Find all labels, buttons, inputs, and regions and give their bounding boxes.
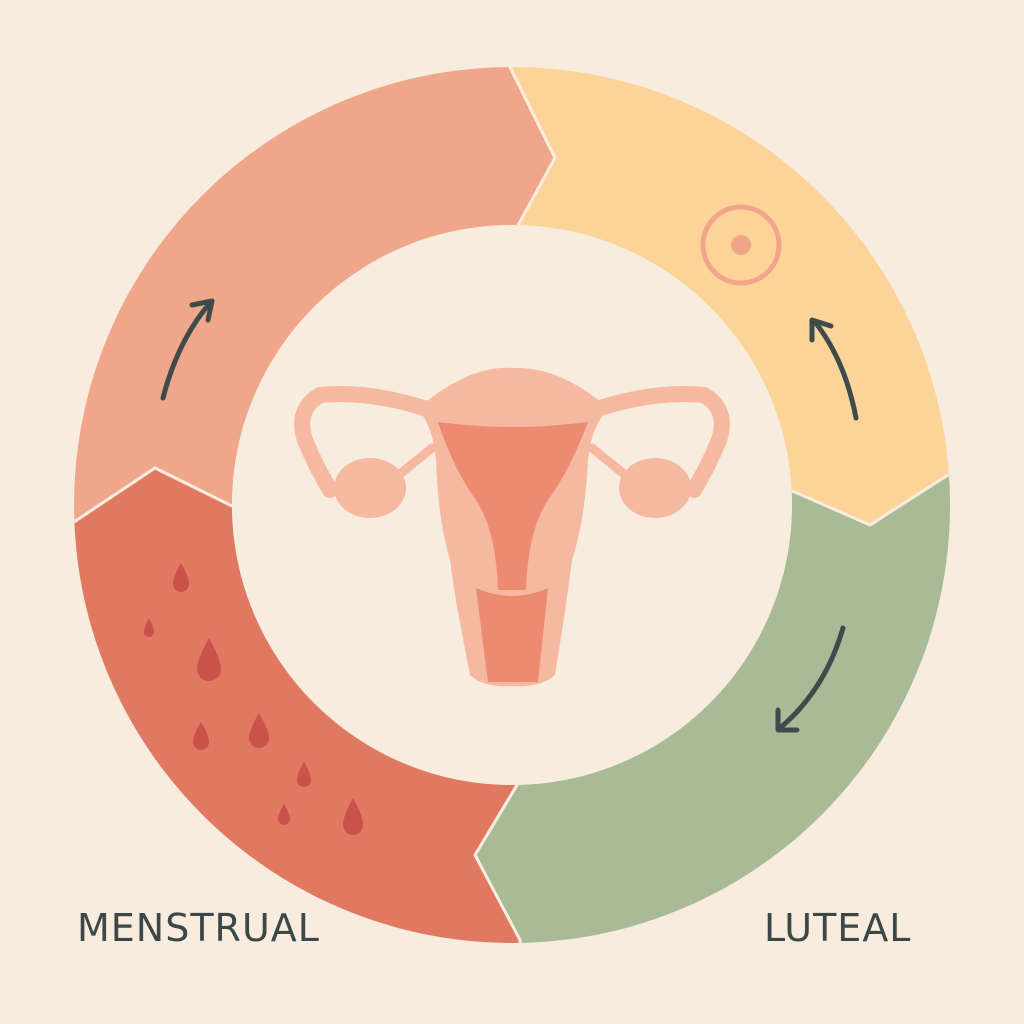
cycle-arrow-icon <box>160 298 215 401</box>
cycle-arrow-icon <box>775 625 846 733</box>
luteal-label: LUTEAL <box>764 906 912 950</box>
menstrual-label: MENSTRUAL <box>77 906 320 950</box>
blood-drop-icon <box>144 618 154 637</box>
blood-drop-icon <box>278 804 290 825</box>
egg-cell-icon <box>700 204 782 286</box>
blood-drop-icon <box>197 638 221 681</box>
cycle-arrow-icon <box>809 317 859 421</box>
blood-drop-icon <box>173 563 189 592</box>
blood-drop-icon <box>249 713 269 748</box>
blood-drop-icon <box>343 798 363 835</box>
blood-drop-icon <box>193 722 209 750</box>
uterus-icon <box>294 367 730 687</box>
blood-drop-icon <box>297 762 311 787</box>
